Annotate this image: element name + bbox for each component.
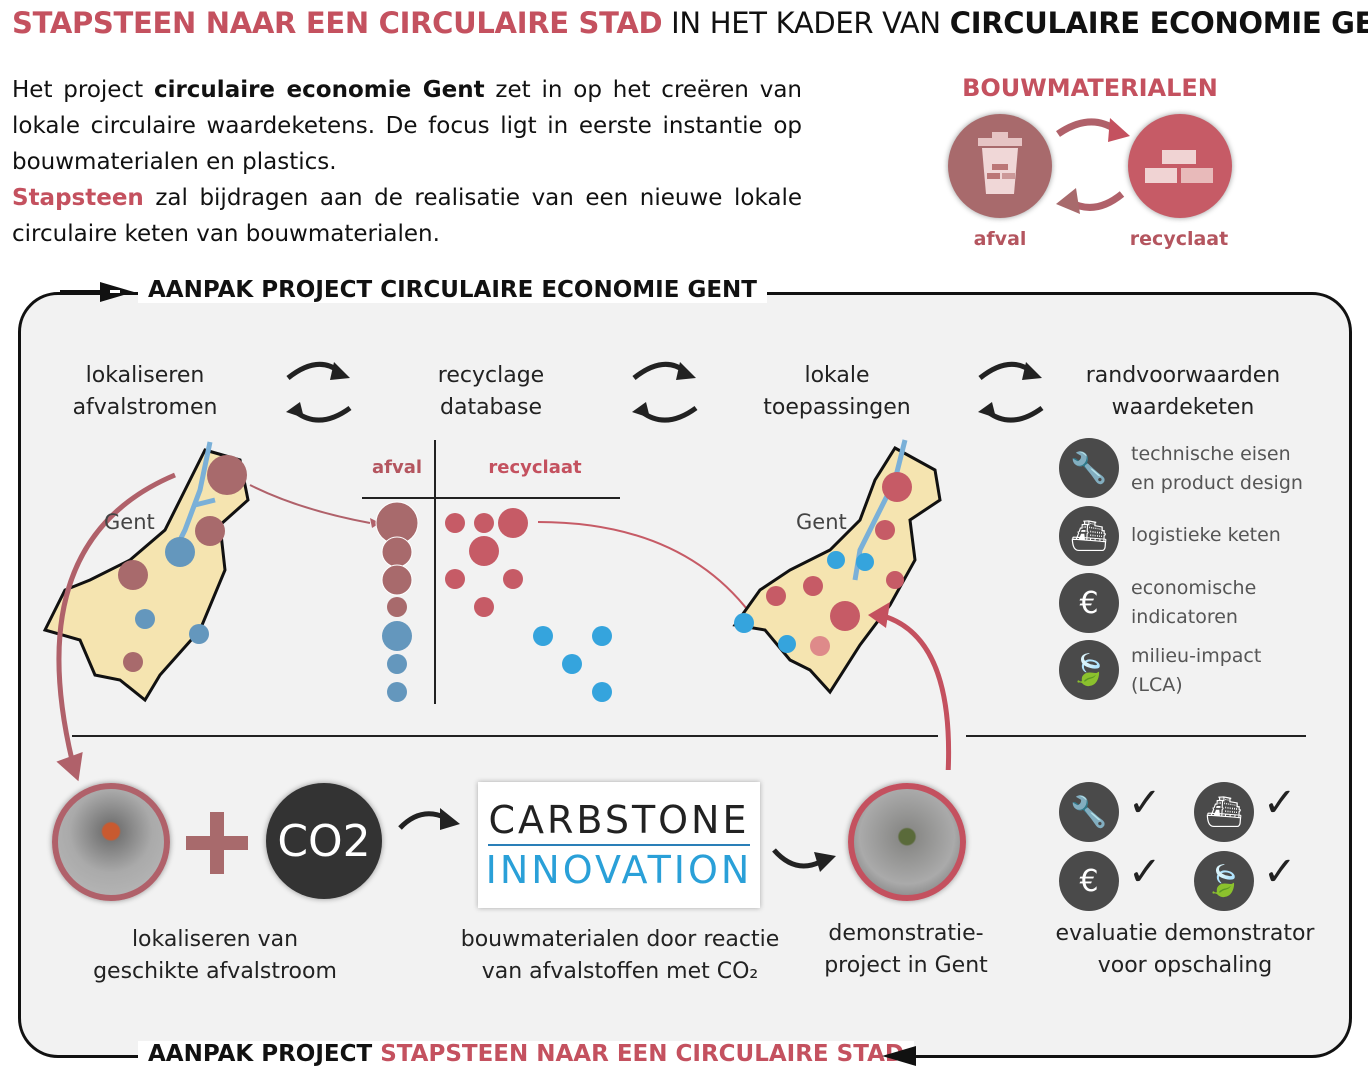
demo-photo <box>848 783 966 901</box>
intro-text: Het project circulaire economie Gent zet… <box>12 77 802 247</box>
approach-panel <box>18 292 1352 1058</box>
bricks-icon <box>1145 150 1213 183</box>
check-icon: ✓ <box>1128 780 1162 826</box>
page-title: STAPSTEEN NAAR EEN CIRCULAIRE STAD IN HE… <box>12 6 1368 40</box>
ship-icon: ⛴ <box>1059 506 1119 566</box>
carbstone-logo: CARBSTONE INNOVATION <box>478 782 760 908</box>
cycle-arrows-icon <box>1056 118 1130 214</box>
ship-icon: ⛴ <box>1194 782 1254 842</box>
wrench-icon: 🔧 <box>1059 782 1119 842</box>
top-section-title: AANPAK PROJECT CIRCULAIRE ECONOMIE GENT <box>138 277 767 303</box>
trash-bin-icon <box>978 132 1022 194</box>
bouwmaterialen-title: BOUWMATERIALEN <box>962 74 1218 102</box>
recyclaat-label: recyclaat <box>1129 228 1229 250</box>
step-arrows <box>286 361 1044 423</box>
db-afval-header: afval <box>371 457 423 478</box>
euro-icon: € <box>1059 851 1119 911</box>
gent-map-right <box>732 439 942 695</box>
database-grid <box>362 440 620 704</box>
gent-label-left: Gent <box>104 510 155 534</box>
arrow-to-demo-icon <box>772 848 836 872</box>
check-icon: ✓ <box>1128 849 1162 895</box>
check-icon: ✓ <box>1263 780 1297 826</box>
euro-icon: € <box>1059 573 1119 633</box>
wrench-icon: 🔧 <box>1059 438 1119 498</box>
gent-map-left <box>42 441 250 703</box>
leaf-icon: 🍃 <box>1059 640 1119 700</box>
leaf-icon: 🍃 <box>1194 851 1254 911</box>
afval-circle <box>948 114 1052 218</box>
co2-circle: CO2 <box>266 783 382 899</box>
bottom-arrow <box>882 1046 916 1066</box>
caption-demonstratie: demonstratie-project in Gent <box>824 921 988 978</box>
afval-label: afval <box>973 228 1027 250</box>
req-logistiek: logistieke keten <box>1131 524 1281 546</box>
arrow-to-logo-icon <box>398 808 460 830</box>
db-recyclaat-header: recyclaat <box>488 457 582 478</box>
gent-label-right: Gent <box>796 510 847 534</box>
diagram-graphics <box>42 439 1306 770</box>
req-milieu: milieu-impact(LCA) <box>1131 645 1262 696</box>
waste-photo <box>52 783 170 901</box>
check-icon: ✓ <box>1263 849 1297 895</box>
bottom-section-title: AANPAK PROJECT STAPSTEEN NAAR EEN CIRCUL… <box>138 1041 915 1067</box>
recyclaat-circle <box>1128 114 1232 218</box>
